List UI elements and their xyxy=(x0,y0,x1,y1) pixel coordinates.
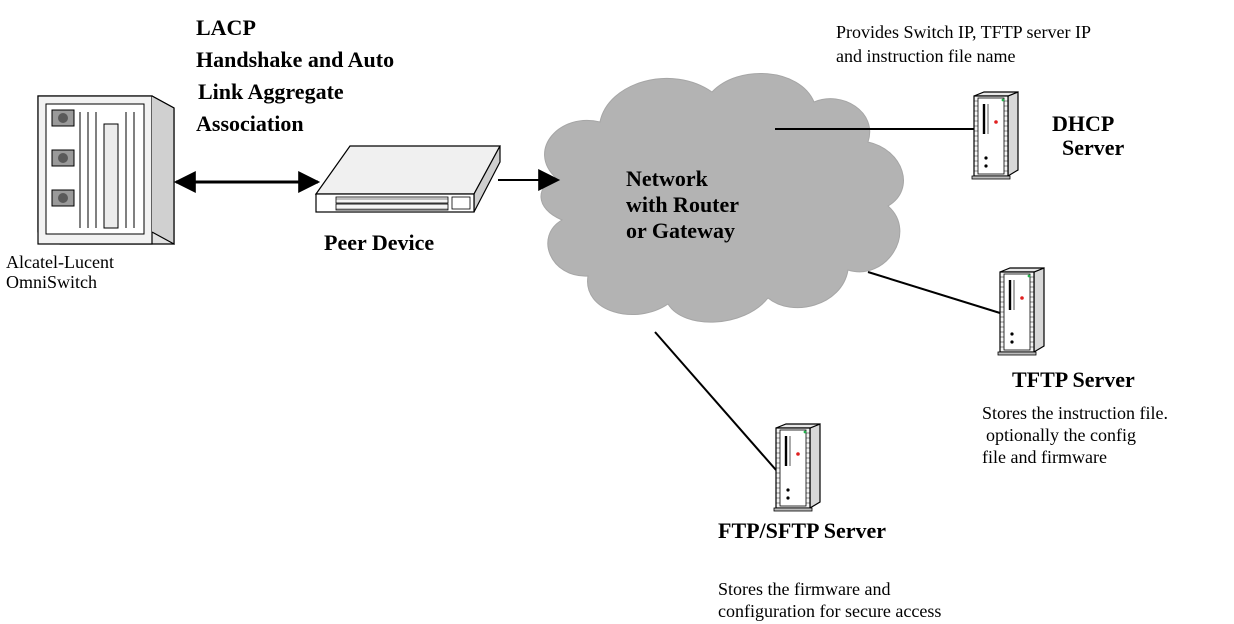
lacp-label: LACP Handshake and Auto Link Aggregate A… xyxy=(196,15,395,136)
ftp-sftp-server-icon xyxy=(772,422,822,513)
peer-device-switch-icon xyxy=(314,145,502,213)
tftp-server-icon xyxy=(996,266,1046,357)
tftp-server-label: TFTP Server xyxy=(1012,367,1135,392)
link-cloud-ftp xyxy=(654,331,777,471)
link-cloud-tftp xyxy=(867,271,1001,314)
dhcp-server-icon xyxy=(970,90,1020,181)
omniswitch-chassis-icon xyxy=(37,95,175,246)
ftp-note: Stores the firmware and configuration fo… xyxy=(718,579,942,621)
network-label: Network with Router or Gateway xyxy=(626,166,740,243)
omniswitch-label: Alcatel-Lucent OmniSwitch xyxy=(6,252,114,292)
network-cloud xyxy=(540,73,904,323)
dhcp-server-label: DHCP Server xyxy=(1052,111,1125,160)
dhcp-note: Provides Switch IP, TFTP server IP and i… xyxy=(836,22,1092,66)
peer-device-label: Peer Device xyxy=(324,230,435,255)
tftp-note: Stores the instruction file. optionally … xyxy=(982,403,1168,467)
ftp-sftp-server-label: FTP/SFTP Server xyxy=(718,518,887,543)
